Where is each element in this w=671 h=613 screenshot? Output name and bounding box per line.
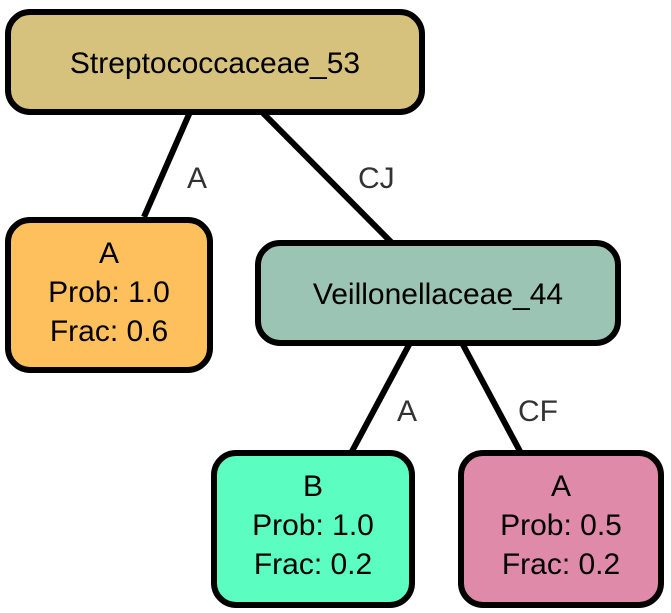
node-prob-label: Prob: 1.0: [252, 509, 374, 542]
edge-label: CF: [518, 395, 558, 428]
edge-line: [259, 109, 395, 246]
node-frac-label: Frac: 0.2: [254, 548, 372, 581]
node-inner: Veillonellaceae_44: [255, 240, 621, 346]
node-label: Veillonellaceae_44: [313, 278, 563, 311]
edge-label: A: [187, 162, 207, 195]
edge-root-to-inner: CJ: [259, 109, 395, 246]
node-root: Streptococcaceae_53: [5, 9, 425, 115]
edge-label: CJ: [358, 162, 395, 195]
node-box: [458, 450, 664, 608]
node-leaf-inner-a: A Prob: 0.5 Frac: 0.2: [458, 450, 664, 608]
node-box: [255, 240, 621, 346]
node-label: Streptococcaceae_53: [70, 47, 360, 80]
node-class-label: A: [551, 470, 571, 503]
node-leaf-inner-b: B Prob: 1.0 Frac: 0.2: [211, 450, 415, 608]
node-prob-label: Prob: 0.5: [500, 509, 622, 542]
edge-inner-to-leaf-b: A: [347, 341, 417, 457]
edge-root-to-leaf-a: A: [141, 110, 207, 219]
edge-line: [347, 341, 413, 457]
node-class-label: A: [99, 237, 119, 270]
node-class-label: B: [303, 470, 323, 503]
node-frac-label: Frac: 0.2: [502, 548, 620, 581]
node-box: [5, 217, 213, 373]
node-leaf-root-a: A Prob: 1.0 Frac: 0.6: [5, 217, 213, 373]
node-box: [5, 9, 425, 115]
edge-line: [141, 110, 193, 219]
edge-line: [459, 341, 525, 457]
edge-inner-to-leaf-a: CF: [459, 341, 558, 457]
edge-label: A: [397, 395, 417, 428]
node-frac-label: Frac: 0.6: [50, 315, 168, 348]
node-prob-label: Prob: 1.0: [48, 276, 170, 309]
node-box: [211, 450, 415, 608]
